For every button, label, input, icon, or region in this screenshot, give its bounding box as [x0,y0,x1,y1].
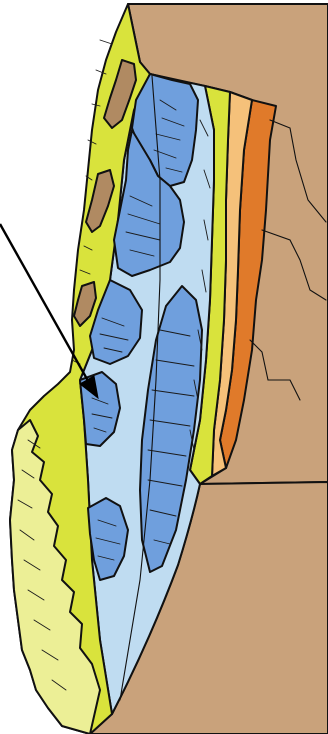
geologic-block-diagram [0,0,328,734]
